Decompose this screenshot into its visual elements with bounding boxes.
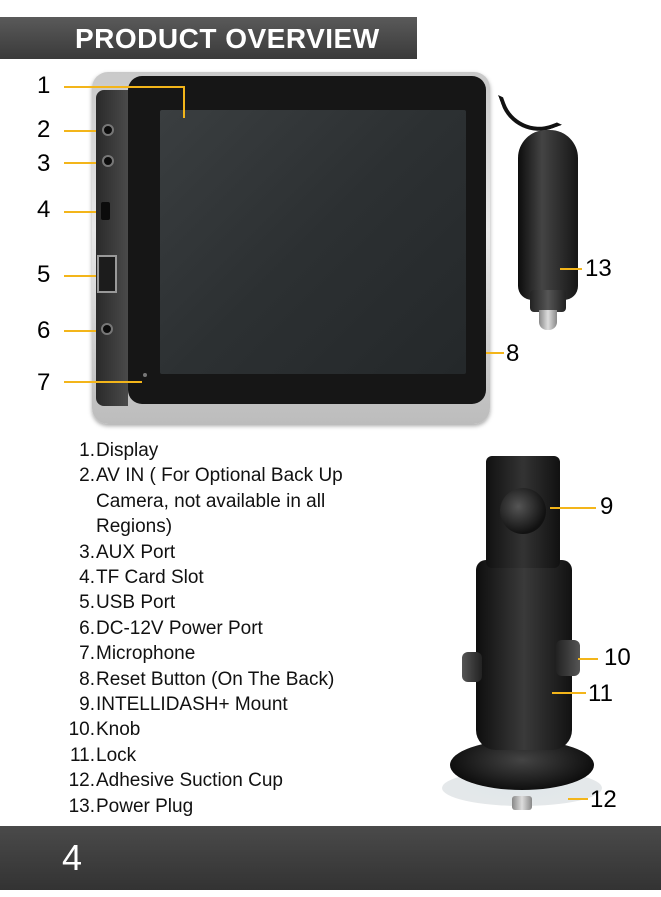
callout-line-2 bbox=[64, 130, 96, 132]
legend-item: 6.DC-12V Power Port bbox=[40, 616, 440, 641]
legend-number: 9. bbox=[79, 694, 95, 716]
plug-tip bbox=[539, 310, 557, 330]
callout-11: 11 bbox=[588, 680, 613, 707]
legend-number: 4. bbox=[79, 567, 95, 589]
page-number: 4 bbox=[62, 837, 83, 878]
legend-text: Regions) bbox=[96, 516, 173, 538]
legend-item: 3.AUX Port bbox=[40, 540, 440, 565]
legend-number: 2. bbox=[79, 465, 95, 487]
legend-number: 10. bbox=[68, 719, 95, 741]
legend-list: 1.Display 2.AV IN ( For Optional Back Up… bbox=[40, 438, 440, 819]
callout-1: 1 bbox=[37, 72, 51, 99]
legend-item: 9.INTELLIDASH+ Mount bbox=[40, 692, 440, 717]
dc-power-port bbox=[101, 323, 113, 335]
legend-number: 3. bbox=[79, 541, 95, 563]
legend-number: 5. bbox=[79, 592, 95, 614]
legend-item: Regions) bbox=[40, 514, 440, 539]
legend-text: TF Card Slot bbox=[96, 567, 204, 589]
aux-port bbox=[102, 155, 114, 167]
legend-number: 13. bbox=[68, 795, 95, 817]
legend-item: 13.Power Plug bbox=[40, 794, 440, 819]
page-title: PRODUCT OVERVIEW bbox=[75, 23, 380, 54]
mount-screw bbox=[512, 796, 532, 810]
legend-item: 12.Adhesive Suction Cup bbox=[40, 768, 440, 793]
legend-item: 5.USB Port bbox=[40, 590, 440, 615]
callout-line-12 bbox=[568, 798, 588, 800]
legend-item: 10.Knob bbox=[40, 717, 440, 742]
header-band bbox=[0, 17, 417, 59]
legend-text: Display bbox=[96, 440, 159, 461]
callout-line-1 bbox=[64, 86, 184, 88]
callout-9: 9 bbox=[600, 493, 614, 520]
callout-line-7 bbox=[64, 381, 142, 383]
callout-13: 13 bbox=[585, 255, 612, 282]
callout-line-10 bbox=[578, 658, 598, 660]
legend-number bbox=[40, 489, 96, 514]
device-side-panel bbox=[96, 90, 128, 406]
callout-4: 4 bbox=[37, 196, 51, 223]
callout-line-11 bbox=[552, 692, 586, 694]
legend-text: Adhesive Suction Cup bbox=[96, 770, 283, 792]
legend-text: DC-12V Power Port bbox=[96, 617, 263, 639]
legend-text: INTELLIDASH+ Mount bbox=[96, 694, 288, 716]
callout-5: 5 bbox=[37, 261, 51, 288]
legend-number: 11. bbox=[69, 744, 95, 766]
legend-item: 7.Microphone bbox=[40, 641, 440, 666]
legend-text: Reset Button (On The Back) bbox=[96, 668, 335, 690]
callout-line-3 bbox=[64, 162, 96, 164]
legend-item: Camera, not available in all bbox=[40, 489, 440, 514]
device-display bbox=[160, 110, 466, 374]
callout-line-9 bbox=[550, 507, 596, 509]
callout-vline-1 bbox=[183, 86, 185, 118]
legend-number bbox=[40, 514, 96, 539]
legend-item: 8.Reset Button (On The Back) bbox=[40, 667, 440, 692]
legend-text: USB Port bbox=[96, 592, 176, 614]
legend-item: 2.AV IN ( For Optional Back Up bbox=[40, 463, 440, 488]
usb-port bbox=[97, 255, 117, 293]
legend-number: 12. bbox=[68, 770, 95, 792]
legend-number: 8. bbox=[79, 668, 95, 690]
legend-number: 6. bbox=[79, 617, 95, 639]
callout-line-4 bbox=[64, 211, 96, 213]
tf-card-slot bbox=[101, 202, 110, 220]
footer-band bbox=[0, 826, 661, 890]
knob bbox=[556, 640, 580, 676]
callout-3: 3 bbox=[37, 150, 51, 177]
legend-item: 1.Display bbox=[40, 438, 440, 463]
legend-text: Camera, not available in all bbox=[96, 490, 326, 512]
legend-text: AV IN ( For Optional Back Up bbox=[96, 465, 343, 487]
callout-line-13 bbox=[560, 268, 582, 270]
callout-line-8 bbox=[486, 352, 504, 354]
mount-ball bbox=[500, 488, 546, 534]
callout-12: 12 bbox=[590, 786, 617, 813]
legend-item: 11.Lock bbox=[40, 743, 440, 768]
callout-7: 7 bbox=[37, 369, 51, 396]
mount-knob-left bbox=[462, 652, 482, 682]
legend-text: Microphone bbox=[96, 643, 196, 665]
callout-10: 10 bbox=[604, 644, 631, 671]
callout-line-5 bbox=[64, 275, 96, 277]
callout-line-6 bbox=[64, 330, 96, 332]
legend-text: AUX Port bbox=[96, 541, 176, 563]
legend-text: Knob bbox=[96, 719, 141, 741]
legend-item: 4.TF Card Slot bbox=[40, 565, 440, 590]
callout-6: 6 bbox=[37, 317, 51, 344]
plug-neck bbox=[530, 290, 566, 312]
callout-2: 2 bbox=[37, 116, 51, 143]
av-in-port bbox=[102, 124, 114, 136]
callout-8: 8 bbox=[506, 340, 520, 367]
legend-text: Lock bbox=[96, 744, 137, 766]
legend-text: Power Plug bbox=[96, 795, 194, 817]
microphone-hole bbox=[143, 373, 147, 377]
plug-body bbox=[518, 130, 578, 300]
legend-number: 7. bbox=[79, 643, 95, 665]
legend-number: 1. bbox=[79, 440, 95, 461]
